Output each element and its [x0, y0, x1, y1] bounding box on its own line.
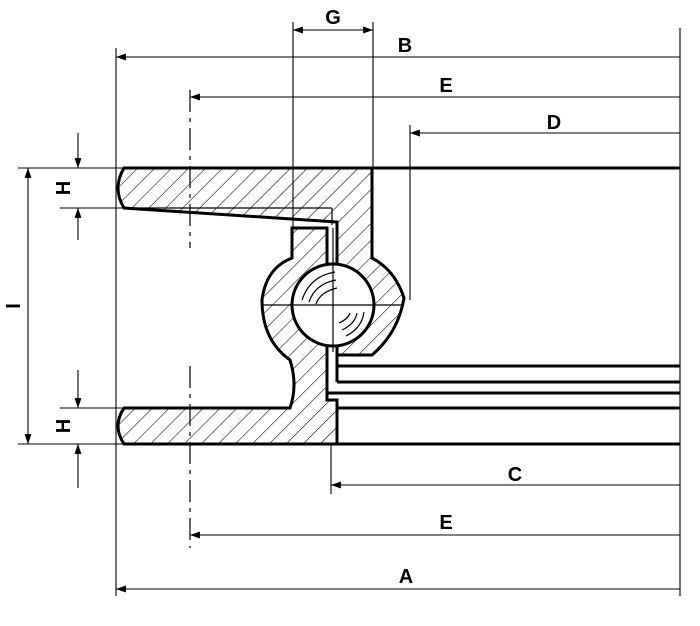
label-I: I [3, 303, 25, 309]
label-G: G [325, 7, 341, 29]
label-D: D [547, 112, 561, 134]
label-H-top: H [53, 181, 75, 195]
label-E-top: E [439, 75, 452, 97]
label-C: C [508, 464, 522, 486]
inner-ring-section [116, 226, 339, 446]
label-H-bottom: H [53, 419, 75, 433]
label-B: B [398, 35, 412, 57]
label-A: A [399, 566, 413, 588]
label-E-bottom: E [439, 512, 452, 534]
